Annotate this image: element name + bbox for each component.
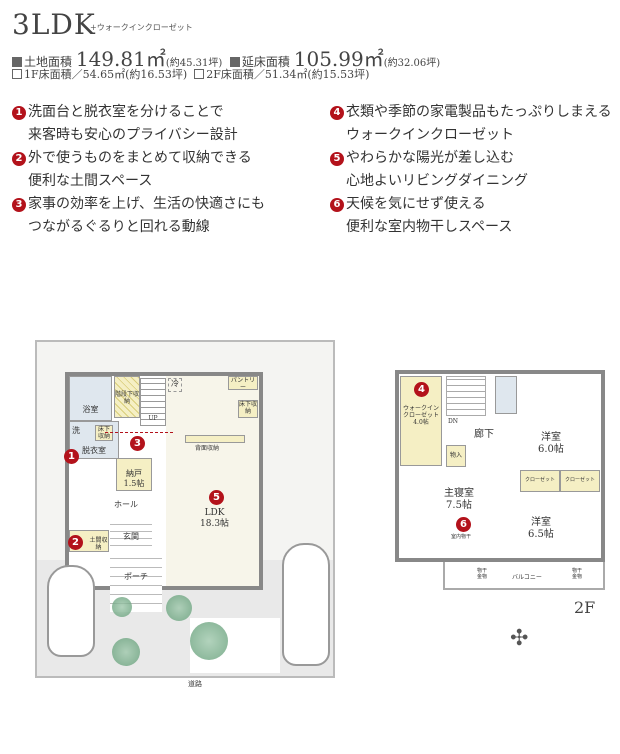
stairs: UP bbox=[140, 378, 166, 426]
floor-area-label: 延床面積 bbox=[241, 55, 290, 69]
indoor-drying: 室内物干 bbox=[451, 534, 472, 540]
hall: ホール bbox=[114, 500, 138, 509]
plan-title: 3LDK bbox=[12, 8, 96, 41]
under-stairs-storage: 階段下収納 bbox=[114, 376, 140, 418]
back-storage-counter bbox=[185, 435, 245, 443]
road-label: 道路 bbox=[188, 680, 202, 688]
closet-2: クローゼット bbox=[560, 470, 600, 492]
circulation-arrow bbox=[105, 432, 173, 433]
compass-icon: ✣ bbox=[510, 626, 529, 651]
hanger-1: 物干金物 bbox=[476, 568, 487, 580]
washbasin: 洗 bbox=[72, 426, 80, 435]
land-area-label: 土地面積 bbox=[24, 55, 73, 69]
stairs-2f bbox=[446, 376, 486, 416]
pantry: パントリー bbox=[228, 376, 258, 391]
fridge: 冷 bbox=[168, 378, 182, 392]
tree bbox=[112, 597, 132, 617]
marker-2: 2 bbox=[68, 535, 83, 550]
bathroom: 浴室 bbox=[69, 376, 112, 421]
car-left bbox=[47, 565, 95, 657]
marker-5: 5 bbox=[209, 490, 224, 505]
tree bbox=[190, 622, 228, 660]
filled-square-icon bbox=[12, 57, 22, 67]
corridor: 廊下 bbox=[474, 429, 494, 440]
hanger-2: 物干金物 bbox=[571, 568, 582, 580]
marker-4: 4 bbox=[414, 382, 429, 397]
entrance: 玄関 bbox=[110, 522, 152, 552]
marker-1: 1 bbox=[64, 449, 79, 464]
land-area-value: 149.81㎡ bbox=[75, 47, 166, 71]
floor-area-value: 105.99㎡ bbox=[293, 47, 384, 71]
toilet-2f bbox=[495, 376, 517, 414]
land-area-tsubo: (約45.31坪) bbox=[165, 58, 223, 69]
tree bbox=[112, 638, 140, 666]
back-storage-label: 背面収納 bbox=[195, 445, 220, 452]
tree bbox=[166, 595, 192, 621]
closet-1: クローゼット bbox=[520, 470, 560, 492]
plan-subtitle: +ウォークインクローゼット bbox=[90, 23, 193, 32]
f1-area: 1F床面積／54.65㎡(約16.53坪) bbox=[24, 68, 188, 81]
floor-areas: 1F床面積／54.65㎡(約16.53坪) 2F床面積／51.34㎡(約15.5… bbox=[12, 66, 369, 82]
floor-area-tsubo: (約32.06坪) bbox=[383, 58, 441, 69]
marker-3: 3 bbox=[130, 436, 145, 451]
car-right bbox=[282, 543, 330, 666]
underfloor-storage-2: 床下収納 bbox=[238, 400, 258, 418]
filled-square-icon bbox=[229, 57, 240, 67]
area-summary: 土地面積 149.81㎡(約45.31坪) 延床面積 105.99㎡(約32.0… bbox=[12, 43, 440, 72]
balcony-label: バルコニー bbox=[512, 574, 542, 581]
stairs-dn: DN bbox=[448, 418, 459, 425]
storage: 物入 bbox=[446, 445, 466, 467]
marker-6: 6 bbox=[456, 517, 471, 532]
empty-square-icon bbox=[12, 69, 22, 79]
f2-area: 2F床面積／51.34㎡(約15.53坪) bbox=[206, 68, 370, 81]
floor2-label: 2F bbox=[574, 598, 596, 617]
underfloor-storage: 床下収納 bbox=[95, 425, 113, 441]
empty-square-icon bbox=[194, 69, 205, 79]
